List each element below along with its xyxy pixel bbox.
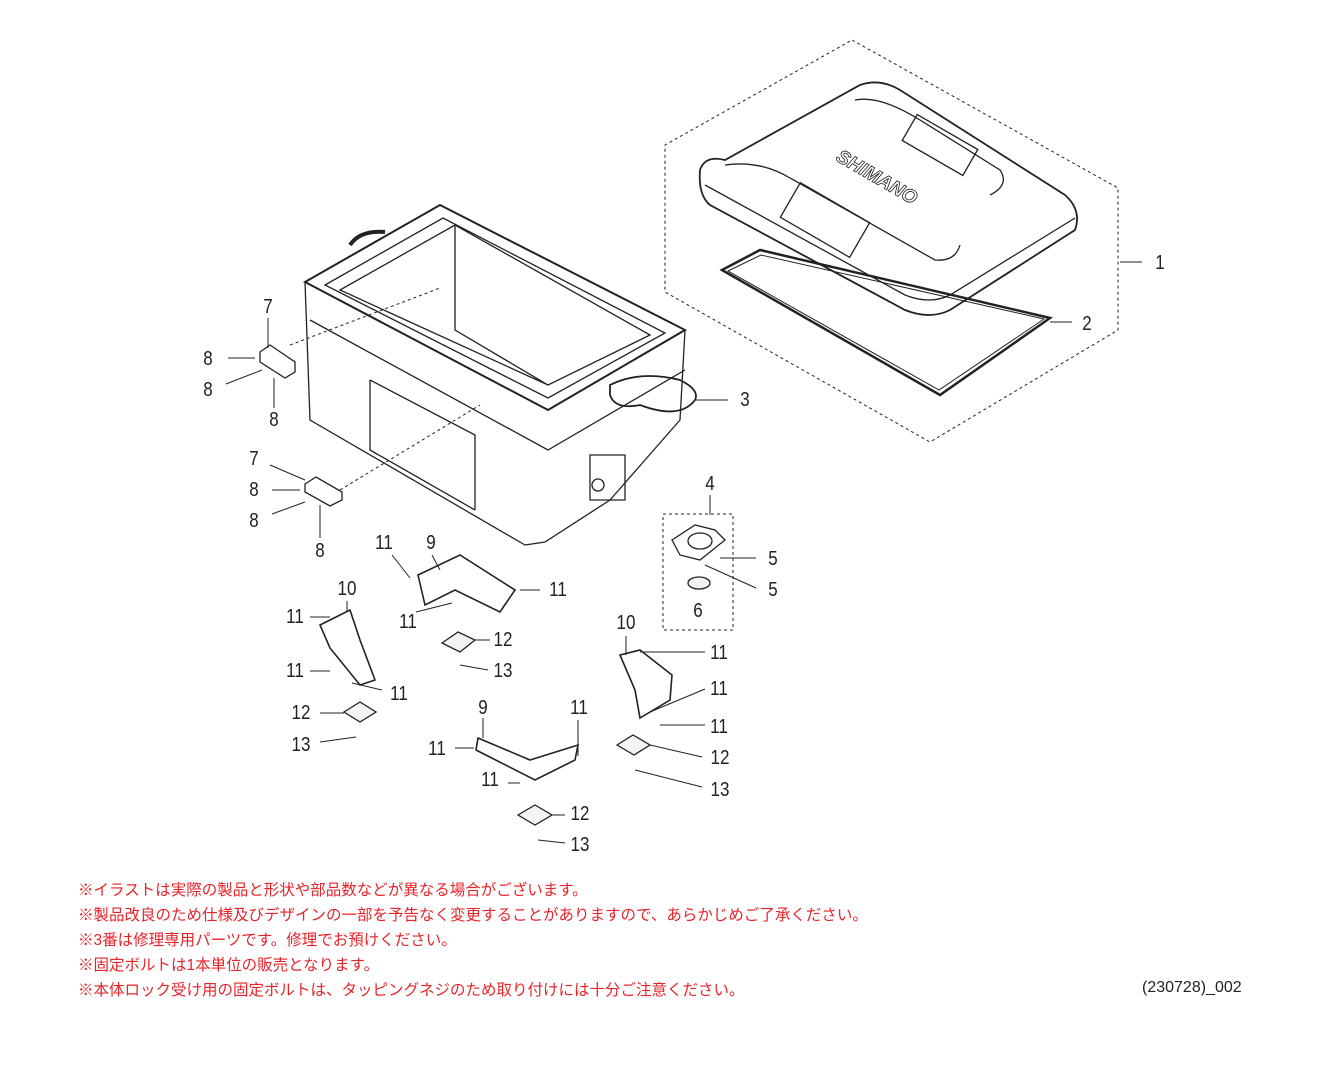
- part-number-label: 13: [291, 734, 311, 756]
- part-number-label: 10: [616, 612, 636, 634]
- part-number-label: 13: [710, 779, 730, 801]
- part-number-label: 8: [203, 379, 213, 401]
- part-number-label: 7: [249, 448, 259, 470]
- part-number-label: 5: [768, 579, 778, 601]
- part-number-label: 13: [493, 660, 513, 682]
- cooler-body: [305, 205, 696, 545]
- part-number-label: 11: [286, 606, 304, 628]
- part-number-label: 8: [249, 510, 259, 532]
- bracket-part-7: [305, 477, 342, 506]
- part-number-label: 11: [549, 579, 567, 601]
- part-number-label: 2: [1082, 313, 1092, 335]
- foot-part-9: [418, 555, 515, 612]
- note: ※3番は修理専用パーツです。修理でお預けください。: [78, 932, 457, 949]
- part-number-label: 11: [570, 697, 588, 719]
- part-number-label: 11: [375, 532, 393, 554]
- shimano-logo: SHIMANO: [833, 146, 921, 209]
- part-number-label: 4: [705, 473, 715, 495]
- document-code: (230728)_002: [1142, 979, 1242, 996]
- part-number-label: 8: [269, 409, 279, 431]
- part-number-label: 11: [286, 660, 304, 682]
- part-number-label: 11: [710, 716, 728, 738]
- part-number-label: 13: [570, 834, 590, 856]
- notes: ※イラストは実際の製品と形状や部品数などが異なる場合がございます。 ※製品改良の…: [78, 878, 868, 1003]
- part-number-label: 3: [740, 389, 750, 411]
- part-number-label: 5: [768, 548, 778, 570]
- part-number-label: 11: [399, 611, 417, 633]
- part-number-label: 8: [315, 540, 325, 562]
- note: ※固定ボルトは1本単位の販売となります。: [78, 957, 380, 974]
- foot-part-10: [620, 650, 672, 718]
- part-number-label: 11: [390, 683, 408, 705]
- note: ※製品改良のため仕様及びデザインの一部を予告なく変更することがありますので、あら…: [78, 907, 868, 924]
- lock-group-boundary: [663, 514, 733, 630]
- lid-group-boundary: [665, 40, 1118, 442]
- gasket-part-2: [722, 250, 1050, 395]
- part-number-label: 1: [1155, 252, 1165, 274]
- cap-part-6: [688, 577, 710, 589]
- lock-part-4: [672, 525, 725, 560]
- note: ※イラストは実際の製品と形状や部品数などが異なる場合がございます。: [78, 882, 588, 899]
- part-number-label: 11: [710, 642, 728, 664]
- bracket-part-7: [260, 345, 295, 378]
- leader-lines: [226, 262, 1142, 843]
- foot-part-9: [476, 738, 578, 780]
- part-number-label: 8: [203, 348, 213, 370]
- part-number-label: 10: [337, 578, 357, 600]
- part-number-label: 7: [263, 296, 273, 318]
- part-number-label: 12: [291, 702, 311, 724]
- part-number-label: 6: [693, 600, 703, 622]
- part-number-label: 12: [710, 747, 730, 769]
- part-number-label: 12: [570, 803, 590, 825]
- part-number-label: 8: [249, 479, 259, 501]
- part-number-label: 12: [493, 629, 513, 651]
- foot-part-10: [320, 610, 375, 685]
- part-number-label: 11: [481, 769, 499, 791]
- note: ※本体ロック受け用の固定ボルトは、タッピングネジのため取り付けには十分ご注意くだ…: [78, 982, 745, 999]
- part-number-label: 11: [428, 738, 446, 760]
- part-number-label: 9: [478, 697, 488, 719]
- part-number-label: 11: [710, 678, 728, 700]
- part-number-label: 9: [426, 532, 436, 554]
